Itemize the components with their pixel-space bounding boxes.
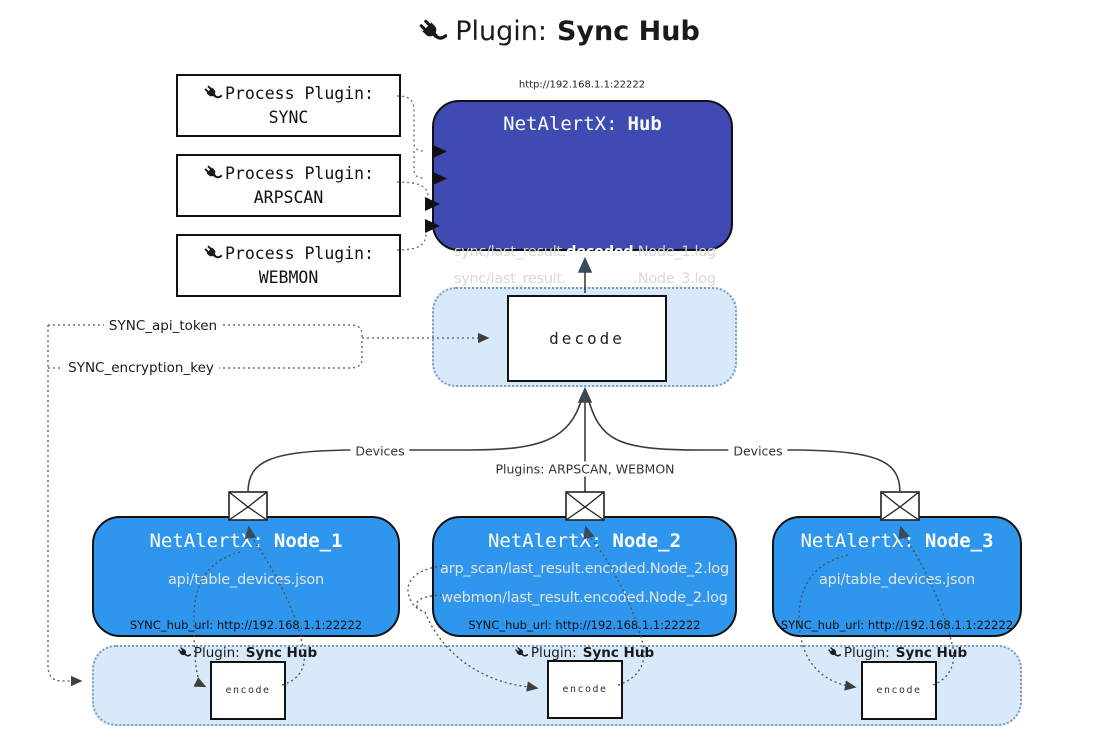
process-plugin-box-sync: Process Plugin: SYNC <box>176 74 401 137</box>
node-title: NetAlertX:Node_1 <box>149 530 343 552</box>
plugins-edge-label: Plugins: ARPSCAN, WEBMON <box>490 461 680 477</box>
title-prefix: Plugin: <box>455 16 547 47</box>
process-plugin-label: Process Plugin: <box>224 243 374 263</box>
webmon-plugin-connector <box>396 228 427 251</box>
plug-icon <box>827 646 841 660</box>
plug-icon <box>203 84 222 103</box>
node-title: NetAlertX:Node_3 <box>800 530 994 552</box>
node-3-box: NetAlertX:Node_3 api/table_devices.json … <box>772 516 1022 637</box>
strip-plugin-label: Plugin: Sync Hub <box>822 645 972 661</box>
hub-url: http://192.168.1.1:22222 <box>514 79 650 91</box>
node-1-box: NetAlertX:Node_1 api/table_devices.json … <box>92 516 400 637</box>
devices-edge-left <box>247 397 583 492</box>
hub-box: NetAlertX: Hub sync/last_result.decoded.N… <box>432 100 737 335</box>
node-hub-url: SYNC_hub_url: http://192.168.1.1:22222 <box>468 618 701 632</box>
strip-plugin-label: Plugin: Sync Hub <box>509 645 659 661</box>
node-file: api/table_devices.json <box>167 572 324 588</box>
plug-icon <box>203 164 222 183</box>
sync-plugin-connector <box>396 95 425 152</box>
hub-title: NetAlertX: Hub <box>434 113 731 135</box>
sync-plugin-connector-b <box>413 151 424 179</box>
title-name: Sync Hub <box>556 16 700 47</box>
node-title: NetAlertX:Node_2 <box>487 530 682 552</box>
hub-log-row: sync/last_result.decoded.Node_1.log <box>454 244 716 260</box>
strip-plugin-label: Plugin: Sync Hub <box>172 645 322 661</box>
page-title: Plugin: Sync Hub <box>0 16 1117 47</box>
encode-box-1: encode <box>210 661 286 720</box>
hub-title-prefix: NetAlertX: <box>503 113 618 135</box>
process-plugin-box-webmon: Process Plugin: WEBMON <box>176 234 401 297</box>
process-plugin-label: Process Plugin: <box>224 163 374 183</box>
plug-icon <box>514 646 528 660</box>
node-hub-url: SYNC_hub_url: http://192.168.1.1:22222 <box>780 618 1014 632</box>
plug-icon <box>203 244 222 263</box>
process-plugin-name: WEBMON <box>258 267 319 287</box>
process-plugin-name: SYNC <box>268 107 309 127</box>
process-plugin-name: ARPSCAN <box>253 187 324 207</box>
node-hub-url: SYNC_hub_url: http://192.168.1.1:22222 <box>129 618 363 632</box>
node-2-box: NetAlertX:Node_2 arp_scan/last_result.en… <box>432 516 737 637</box>
node-file: arp_scan/last_result.encoded.Node_2.log <box>440 561 729 577</box>
plug-icon <box>177 646 191 660</box>
node-file: webmon/last_result.encoded.Node_2.log <box>441 590 728 606</box>
process-plugin-label: Process Plugin: <box>224 83 374 103</box>
keys-to-encode-panel-arrow <box>47 325 83 687</box>
process-plugin-box-arpscan: Process Plugin: ARPSCAN <box>176 154 401 217</box>
node-file: api/table_devices.json <box>818 572 975 588</box>
hub-log-row: sync/last_result.decoded.Node_3.log <box>454 271 716 287</box>
sync-api-token-label: SYNC_api_token <box>103 318 223 334</box>
arpscan-plugin-connector <box>396 181 429 204</box>
hub-title-name: Hub <box>627 113 662 135</box>
encode-box-2: encode <box>547 660 623 719</box>
encode-box-3: encode <box>861 661 937 720</box>
devices-edge-label-left: Devices <box>350 443 410 459</box>
plug-icon <box>417 17 447 47</box>
decode-box: decode <box>507 295 667 382</box>
devices-edge-label-right: Devices <box>728 443 788 459</box>
sync-encryption-key-label: SYNC_encryption_key <box>63 360 219 376</box>
